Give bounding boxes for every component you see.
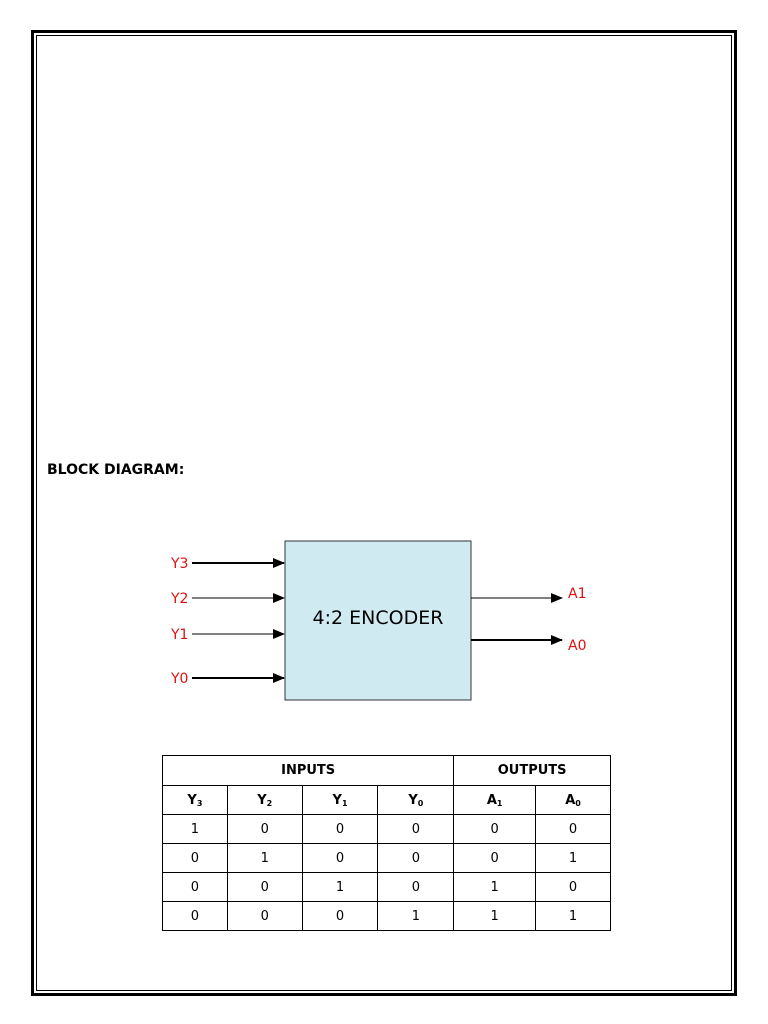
table-cell: 1: [301, 872, 379, 902]
table-cell: 0: [377, 843, 455, 873]
inputs-group-header: INPUTS: [161, 755, 455, 786]
table-cell: 1: [453, 901, 537, 931]
table-row: 1 0 0 0 0 0: [162, 814, 611, 844]
encoder-block-title: 4:2 ENCODER: [313, 607, 444, 629]
column-header-y0: Y0: [377, 785, 455, 815]
table-cell: 1: [162, 814, 228, 844]
truth-table: INPUTS OUTPUTS Y3 Y2 Y1 Y0 A1 A0 1 0 0 0…: [161, 755, 611, 931]
truth-table-column-header-row: Y3 Y2 Y1 Y0 A1 A0: [162, 785, 611, 815]
table-cell: 0: [226, 901, 303, 931]
page-border-inner: [36, 35, 732, 991]
table-cell: 0: [453, 814, 537, 844]
input-label-y2: Y2: [170, 591, 188, 607]
table-cell: 0: [226, 872, 303, 902]
table-cell: 0: [535, 872, 611, 902]
table-row: 0 0 0 1 1 1: [162, 901, 611, 931]
table-cell: 0: [301, 814, 379, 844]
table-row: 0 1 0 0 0 1: [162, 843, 611, 873]
table-row: 0 0 1 0 1 0: [162, 872, 611, 902]
column-header-y3: Y3: [162, 785, 228, 815]
input-label-y3: Y3: [170, 556, 188, 572]
table-cell: 0: [162, 843, 228, 873]
table-cell: 0: [162, 901, 228, 931]
table-cell: 0: [162, 872, 228, 902]
outputs-group-header: OUTPUTS: [453, 755, 611, 786]
table-cell: 1: [377, 901, 455, 931]
column-header-a0: A0: [535, 785, 611, 815]
output-label-a1: A1: [568, 586, 586, 602]
page-border-outer: [31, 30, 737, 996]
output-label-a0: A0: [568, 638, 586, 654]
table-cell: 1: [535, 901, 611, 931]
table-cell: 0: [226, 814, 303, 844]
table-cell: 0: [377, 814, 455, 844]
input-label-y0: Y0: [170, 671, 188, 687]
table-cell: 0: [301, 901, 379, 931]
input-label-y1: Y1: [170, 627, 188, 643]
table-cell: 0: [453, 843, 537, 873]
encoder-block: [284, 540, 472, 701]
column-header-a1: A1: [453, 785, 537, 815]
table-cell: 1: [535, 843, 611, 873]
table-cell: 0: [377, 872, 455, 902]
truth-table-group-row: INPUTS OUTPUTS: [161, 755, 611, 786]
table-cell: 0: [535, 814, 611, 844]
table-cell: 0: [301, 843, 379, 873]
table-cell: 1: [453, 872, 537, 902]
section-heading: BLOCK DIAGRAM:: [47, 462, 185, 478]
column-header-y2: Y2: [226, 785, 303, 815]
column-header-y1: Y1: [301, 785, 379, 815]
table-cell: 1: [226, 843, 303, 873]
